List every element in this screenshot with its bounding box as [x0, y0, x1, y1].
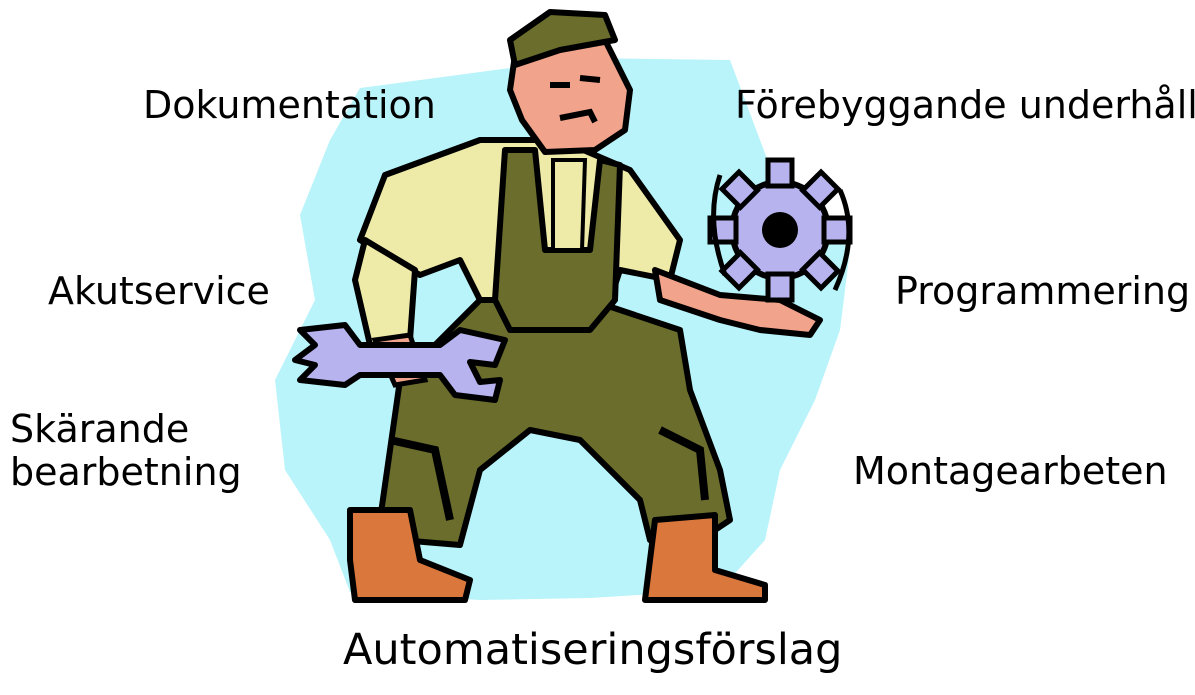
worker-illustration	[275, 9, 853, 603]
boots	[347, 507, 768, 603]
overalls-bib	[492, 147, 623, 333]
label-dokumentation: Dokumentation	[143, 83, 436, 127]
label-akutservice: Akutservice	[48, 269, 270, 313]
wrench-icon	[292, 322, 508, 403]
label-programmering: Programmering	[895, 269, 1191, 313]
label-forebyggande-underhall: Förebyggande underhåll	[735, 83, 1195, 127]
worker-head	[507, 9, 633, 155]
label-skarande-line2: bearbetning	[10, 449, 242, 494]
label-skarande-bearbetning: Skärande bearbetning	[10, 408, 242, 493]
gear-icon	[707, 157, 853, 303]
label-skarande-line1: Skärande	[10, 407, 190, 451]
label-montagearbeten: Montagearbeten	[853, 449, 1168, 493]
label-automatiseringsforslag: Automatiseringsförslag	[343, 625, 843, 675]
cap	[507, 9, 618, 68]
gear-arm	[652, 267, 823, 338]
